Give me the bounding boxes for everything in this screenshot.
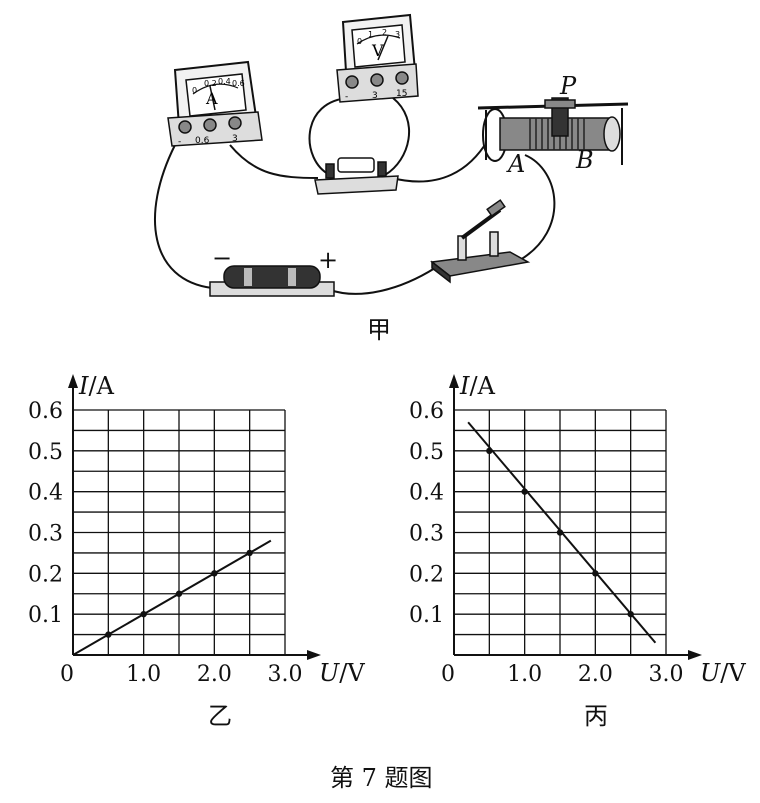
ammeter-terminal-06: 0.6: [195, 136, 210, 146]
voltmeter-scale-2: 2: [382, 28, 387, 37]
x-tick-label-bing: 1.0: [507, 662, 542, 687]
y-axis-title-yi: I/A: [78, 372, 115, 400]
ammeter-scale-1: 0.2: [204, 79, 217, 88]
x-tick-label-bing: 2.0: [578, 662, 613, 687]
chart-bing: 0.1 0.2 0.3 0.4 0.5 0.6 1.0 2.0 3.0 0 I/A U/V 丙: [409, 372, 746, 730]
battery-negative-label: −: [212, 244, 232, 272]
rheostat-label-b: B: [575, 146, 594, 174]
ammeter-scale-0: 0: [192, 86, 197, 95]
battery-positive-label: +: [318, 246, 338, 274]
voltmeter-scale-1: 1: [368, 30, 373, 39]
ammeter-scale-3: 0.6: [232, 79, 245, 88]
figure-caption: 第 7 题图: [330, 764, 433, 792]
wire-resistor-to-rheostat: [391, 139, 489, 183]
voltmeter-terminal-15: 15: [396, 89, 407, 99]
data-point-yi: [105, 631, 112, 638]
fit-line-yi: [72, 539, 272, 656]
y-axis-arrow-yi: [68, 374, 78, 388]
wire-battery-to-ammeter: [154, 144, 213, 289]
fixed-resistor: [314, 157, 399, 195]
y-tick-label-bing: 0.5: [409, 440, 444, 465]
y-tick-label-bing: 0.3: [409, 522, 444, 547]
rheostat-label-p: P: [559, 72, 577, 100]
y-axis-arrow-bing: [449, 374, 459, 388]
y-tick-label-yi: 0.6: [28, 399, 63, 424]
ammeter-symbol: A: [205, 89, 218, 108]
caption-jia: 甲: [367, 316, 391, 344]
x-tick-label-yi: 1.0: [126, 662, 161, 687]
x-axis-title-bing: U/V: [700, 659, 746, 687]
ammeter-terminal-3: 3: [232, 134, 238, 144]
rheostat-label-a: A: [506, 150, 525, 178]
voltmeter-terminal-neg: -: [345, 92, 348, 102]
data-point-bing: [486, 447, 493, 455]
ammeter: 0 0.2 0.4 0.6 A - 0.6 3: [167, 60, 263, 147]
y-tick-label-yi: 0.5: [28, 440, 63, 465]
ammeter-terminal-neg: -: [178, 137, 181, 147]
caption-bing: 丙: [584, 702, 608, 730]
wire-rheostat-to-switch: [519, 154, 556, 261]
data-point-bing: [627, 610, 634, 618]
y-tick-label-yi: 0.2: [28, 562, 63, 587]
origin-label-bing: 0: [441, 662, 455, 687]
wire-voltmeter-left: [308, 97, 351, 176]
chart-yi: 0.1 0.2 0.3 0.4 0.5 0.6 1.0 2.0 3.0 0 I/A U/V 乙: [28, 372, 365, 730]
y-axis-title-bing: I/A: [459, 372, 496, 400]
voltmeter-scale-3: 3: [395, 30, 400, 39]
data-point-yi: [175, 590, 183, 597]
y-tick-label-bing: 0.6: [409, 399, 444, 424]
x-axis-arrow-yi: [307, 650, 321, 660]
y-tick-label-bing: 0.1: [409, 603, 444, 628]
voltmeter-terminal-3: 3: [372, 91, 378, 101]
x-tick-label-bing: 3.0: [649, 662, 684, 687]
grid-yi: [72, 409, 286, 656]
voltmeter-scale-0: 0: [357, 37, 362, 46]
data-point-yi: [140, 610, 147, 618]
x-tick-label-yi: 3.0: [268, 662, 303, 687]
data-point-yi: [211, 570, 218, 577]
x-tick-label-yi: 2.0: [197, 662, 232, 687]
y-tick-label-yi: 0.3: [28, 522, 63, 547]
data-point-yi: [246, 549, 253, 557]
wire-switch-to-battery: [329, 267, 436, 295]
ammeter-scale-2: 0.4: [218, 77, 231, 86]
wire-ammeter-to-resistor: [229, 144, 319, 179]
y-tick-label-yi: 0.1: [28, 603, 63, 628]
y-tick-label-bing: 0.4: [409, 481, 444, 506]
data-point-bing: [521, 488, 528, 495]
y-tick-label-bing: 0.2: [409, 562, 444, 587]
voltmeter: 0 1 2 3 V - 3 15: [336, 13, 419, 103]
data-point-bing: [556, 529, 564, 536]
x-axis-arrow-bing: [688, 650, 702, 660]
y-tick-label-yi: 0.4: [28, 481, 63, 506]
rheostat: P A B: [477, 72, 629, 178]
data-point-bing: [592, 570, 599, 577]
x-axis-title-yi: U/V: [319, 659, 365, 687]
voltmeter-symbol: V: [371, 41, 384, 60]
wire-voltmeter-right: [384, 97, 410, 176]
caption-yi: 乙: [208, 702, 232, 730]
switch: [430, 199, 531, 284]
battery: − +: [209, 244, 338, 297]
origin-label-yi: 0: [60, 662, 74, 687]
circuit-diagram: 0 0.2 0.4 0.6 A - 0.6 3 0 1 2 3 V: [154, 13, 629, 344]
